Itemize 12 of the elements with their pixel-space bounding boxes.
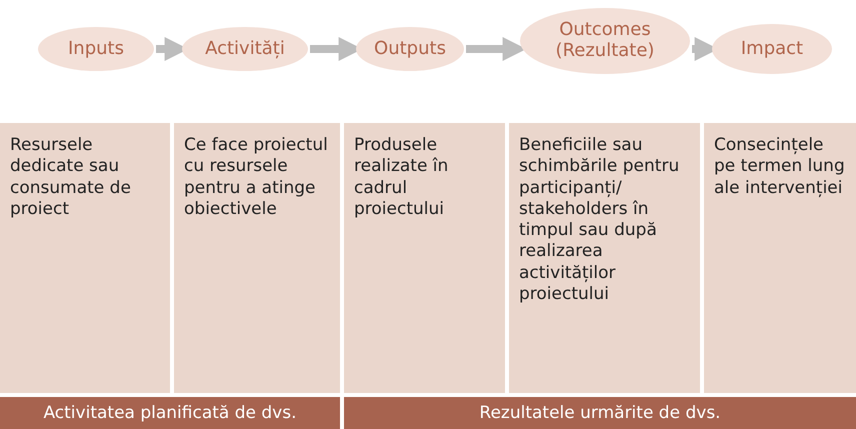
- summary-bar: Rezultatele urmărite de dvs.: [344, 397, 856, 429]
- description-panel: Consecințele pe termen lung ale intervenției: [704, 123, 856, 393]
- stage-oval: Activități: [182, 27, 308, 71]
- stage-oval: Inputs: [38, 27, 154, 71]
- description-panel: Ce face proiectul cu resursele pentru a atinge obiectivele: [174, 123, 340, 393]
- description-panel: Produsele realizate în cadrul proiectului: [344, 123, 505, 393]
- summary-bar: Activitatea planificată de dvs.: [0, 397, 340, 429]
- stage-oval: Impact: [712, 24, 832, 74]
- description-panel: Resursele dedicate sau consumate de proiect: [0, 123, 170, 393]
- stage-oval: Outcomes (Rezultate): [520, 8, 690, 74]
- stage-oval: Outputs: [356, 27, 464, 71]
- description-panel: Beneficiile sau schimbările pentru participanți/ stakeholders în timpul sau după realizarea activităților proiectului: [509, 123, 700, 393]
